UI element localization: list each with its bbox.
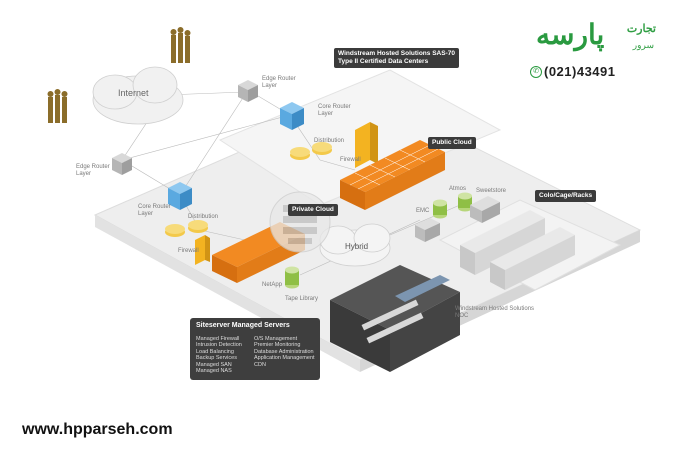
brand-name: پارسه bbox=[536, 19, 605, 50]
distribution-disks-left bbox=[165, 220, 208, 237]
managed-item: Managed NAS bbox=[196, 368, 232, 375]
brand-line2: سرور bbox=[632, 40, 654, 50]
hybrid-cloud bbox=[319, 223, 391, 267]
edge-router-cube-top bbox=[238, 80, 258, 102]
managed-servers-box: Siteserver Managed Servers Managed Firew… bbox=[190, 318, 320, 380]
website-url[interactable]: www.hpparseh.com bbox=[22, 421, 173, 438]
atmos-label: Atmos bbox=[449, 186, 467, 192]
managed-servers-right-list: O/S Management Premier Monitoring Databa… bbox=[254, 336, 315, 368]
managed-item: Intrusion Detection bbox=[196, 342, 242, 349]
distribution-disks-top bbox=[290, 142, 332, 160]
public-cloud-servers bbox=[340, 140, 445, 210]
tape-library-label: Tape Library bbox=[285, 296, 319, 302]
core-router-label-left: Core Router Layer bbox=[138, 204, 171, 217]
managed-servers-left-list: Managed Firewall Intrusion Detection Loa… bbox=[196, 336, 242, 374]
managed-item: CDN bbox=[254, 361, 266, 368]
firewall-label-top: Firewall bbox=[340, 157, 361, 163]
phone-number: (021)43491 bbox=[544, 64, 616, 79]
core-router-label-top: Core Router Layer bbox=[318, 104, 351, 117]
distribution-label-left: Distribution bbox=[188, 214, 219, 220]
people-icon-top bbox=[170, 27, 191, 63]
firewall-label-left: Firewall bbox=[178, 248, 199, 254]
sweetstore-label: Sweetstore bbox=[476, 188, 507, 194]
core-router-cube-left bbox=[168, 182, 192, 210]
people-icon-left bbox=[47, 89, 68, 123]
public-cloud-grid-lines bbox=[349, 144, 439, 190]
managed-item: Managed SAN bbox=[196, 361, 232, 368]
netapp-label: NetApp bbox=[262, 282, 283, 288]
storage-grey-units bbox=[415, 196, 500, 242]
datacenter-callout: Windstream Hosted Solutions SAS-70 Type … bbox=[334, 48, 459, 68]
hybrid-label: Hybrid bbox=[345, 242, 369, 251]
brand-logo: پارسه تجارت سرور ✆ (021)43491 bbox=[530, 14, 670, 84]
watermark-logo bbox=[269, 191, 331, 253]
managed-item: Backup Services bbox=[196, 355, 237, 362]
colo-racks bbox=[460, 210, 575, 290]
internet-cloud bbox=[92, 66, 184, 125]
managed-item: Database Administration bbox=[254, 348, 314, 355]
managed-item: Load Balancing bbox=[196, 348, 234, 355]
public-cloud-callout: Public Cloud bbox=[428, 137, 476, 149]
edge-router-label-left: Edge Router Layer bbox=[76, 164, 110, 177]
edge-router-label-top: Edge Router Layer bbox=[262, 76, 296, 89]
phone-icon: ✆ bbox=[530, 66, 542, 78]
distribution-label-top: Distribution bbox=[314, 138, 345, 144]
edge-router-cube-left bbox=[112, 153, 132, 175]
noc-label: Windstream Hosted Solutions NOC bbox=[455, 306, 535, 319]
colo-callout: Colo/Cage/Racks bbox=[535, 190, 597, 202]
managed-item: Premier Monitoring bbox=[254, 342, 301, 349]
storage-green-stacks bbox=[285, 192, 472, 289]
firewall-panels-left bbox=[195, 235, 210, 265]
managed-item: Application Management bbox=[254, 355, 315, 362]
private-cloud-callout: Private Cloud bbox=[288, 204, 338, 216]
internet-label: Internet bbox=[118, 88, 149, 98]
firewall-panels-top bbox=[355, 122, 378, 168]
brand-line1: تجارت bbox=[626, 23, 656, 35]
noc-room bbox=[330, 265, 460, 372]
managed-item: O/S Management bbox=[254, 336, 298, 342]
managed-item: Managed Firewall bbox=[196, 336, 240, 342]
core-router-cube-top bbox=[280, 102, 304, 130]
emc-label: EMC bbox=[416, 208, 430, 214]
managed-servers-title: Siteserver Managed Servers bbox=[196, 322, 290, 329]
